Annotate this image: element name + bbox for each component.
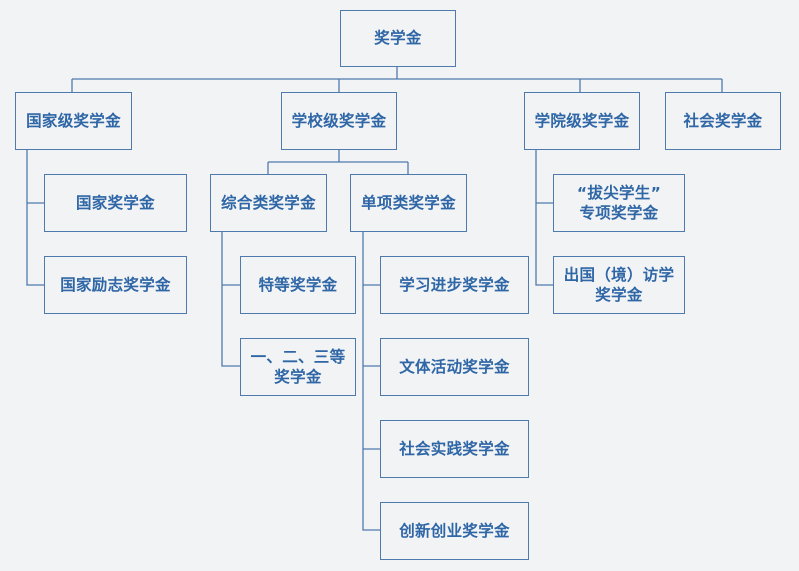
- node-school-level: 学校级奖学金: [281, 92, 397, 150]
- node-national-level: 国家级奖学金: [15, 92, 132, 150]
- node-national-scholarship: 国家奖学金: [44, 174, 187, 232]
- node-comprehensive: 综合类奖学金: [210, 174, 327, 232]
- node-social: 社会奖学金: [665, 92, 781, 150]
- node-top-students: “拔尖学生” 专项奖学金: [553, 174, 685, 232]
- node-national-encouragement: 国家励志奖学金: [44, 256, 187, 314]
- node-innovation: 创新创业奖学金: [380, 502, 529, 560]
- node-overseas-visit: 出国（境）访学 奖学金: [553, 256, 685, 314]
- node-special-grade: 特等奖学金: [240, 256, 356, 314]
- node-sports-arts: 文体活动奖学金: [380, 338, 529, 396]
- node-root: 奖学金: [340, 10, 456, 67]
- node-study-progress: 学习进步奖学金: [380, 256, 529, 314]
- node-college-level: 学院级奖学金: [524, 92, 640, 150]
- node-single: 单项类奖学金: [350, 174, 467, 232]
- node-social-practice: 社会实践奖学金: [380, 420, 529, 478]
- node-first-second-third: 一、二、三等 奖学金: [240, 338, 356, 396]
